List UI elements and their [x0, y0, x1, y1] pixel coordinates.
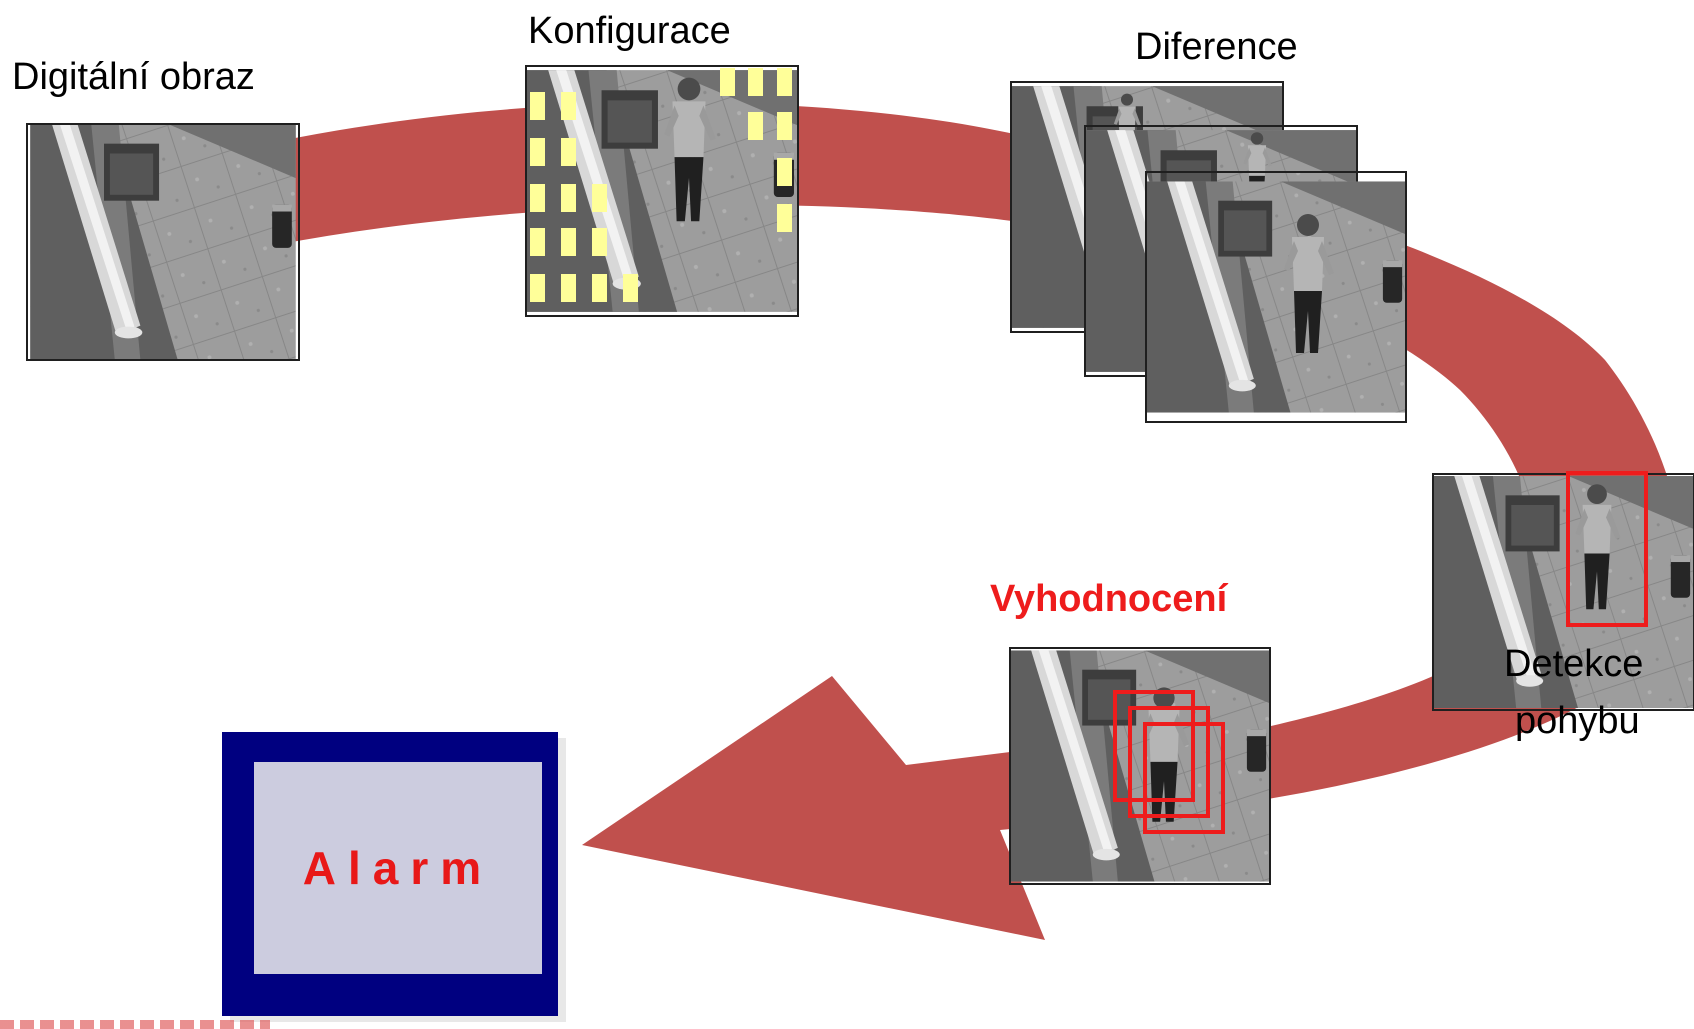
motion-detection-frame	[1432, 471, 1694, 711]
digital-image-label: Digitální obraz	[12, 56, 255, 98]
alarm-label: Alarm	[302, 842, 494, 894]
alarm-panel-inner: Alarm	[254, 762, 542, 974]
difference-frames	[1010, 81, 1407, 423]
alarm-panel: Alarm	[222, 732, 558, 1016]
configuration-label: Konfigurace	[528, 10, 731, 52]
configuration-frame	[525, 65, 799, 317]
flow-arrowhead	[582, 676, 1262, 940]
difference-label: Diference	[1135, 26, 1298, 68]
evaluation-frame	[1009, 647, 1271, 885]
tracking-boxes	[1113, 690, 1225, 834]
digital-image-frame	[26, 123, 300, 361]
bottom-edge-mark	[0, 1020, 270, 1029]
detection-box	[1566, 471, 1648, 627]
config-markers	[530, 68, 792, 302]
motion-detection-label-line2: pohybu	[1515, 700, 1640, 742]
motion-detection-label-line1: Detekce	[1504, 643, 1644, 685]
evaluation-label: Vyhodnocení	[990, 578, 1228, 620]
